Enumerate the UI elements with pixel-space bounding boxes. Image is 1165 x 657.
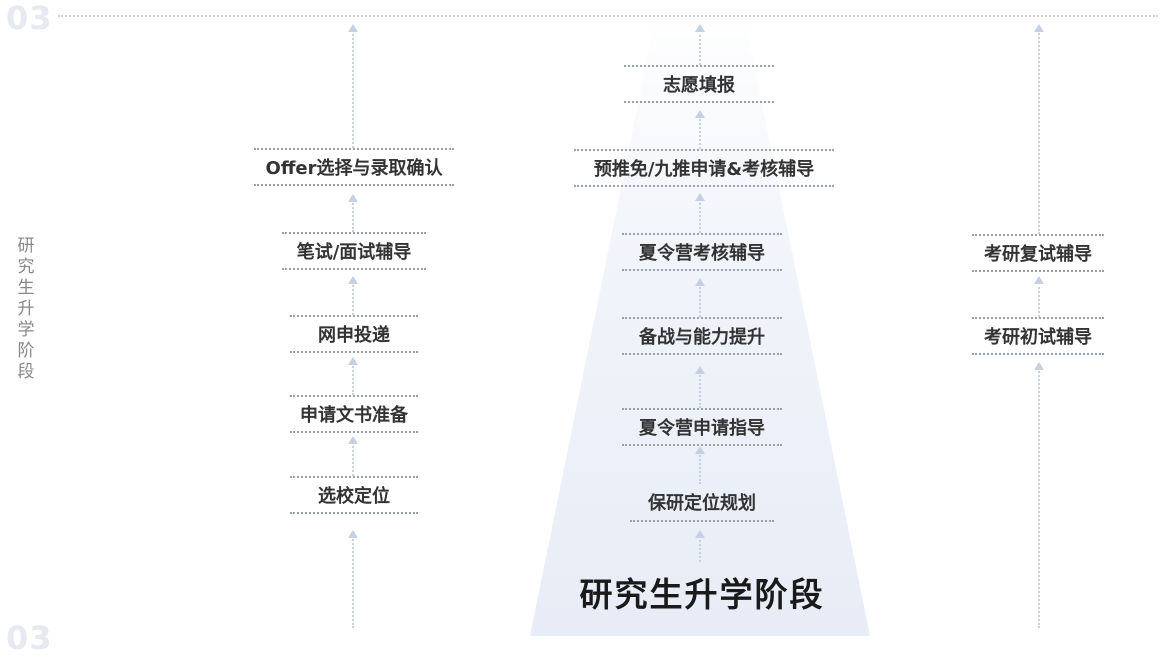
main-stage-title: 研究生升学阶段 [579,575,825,614]
side-stage-label: 研究生升学阶段 [17,236,35,382]
arrow-up-icon [695,24,705,32]
connector-line [699,284,701,317]
connector-line [699,199,701,233]
arrow-up-icon [695,193,705,201]
arrow-up-icon [348,530,358,538]
arrow-up-icon [695,110,705,118]
connector-line [352,30,354,148]
node-exam-interview: 笔试/面试辅导 [282,232,426,270]
connector-line [352,442,354,476]
arrow-up-icon [695,278,705,286]
arrow-up-icon [695,366,705,374]
arrow-up-icon [348,436,358,444]
connector-line [352,200,354,232]
node-initial-exam-coaching: 考研初试辅导 [972,317,1104,355]
connector-line [352,536,354,628]
arrow-up-icon [1034,362,1044,370]
node-summer-camp-assessment: 夏令营考核辅导 [622,233,782,271]
stage-number-top: 03 [6,0,53,37]
arrow-up-icon [348,24,358,32]
node-retest-coaching: 考研复试辅导 [972,234,1104,272]
node-offer-selection: Offer选择与录取确认 [254,148,454,186]
connector-line [699,116,701,149]
node-postgrad-planning: 保研定位规划 [630,484,774,522]
connector-line [1038,282,1040,317]
stage-number-bottom: 03 [6,619,53,657]
node-ability-improvement: 备战与能力提升 [622,317,782,355]
node-online-application: 网申投递 [290,315,418,353]
node-school-selection: 选校定位 [290,476,418,514]
arrow-up-icon [695,446,705,454]
node-application-documents: 申请文书准备 [290,395,418,433]
connector-line [352,282,354,315]
node-summer-camp-application: 夏令营申请指导 [622,408,782,446]
connector-line [699,30,701,65]
arrow-up-icon [348,194,358,202]
connector-line [352,363,354,395]
node-volunteer-filling: 志愿填报 [624,65,774,103]
arrow-up-icon [348,357,358,365]
stage-divider-line [58,15,1158,17]
arrow-up-icon [1034,24,1044,32]
arrow-up-icon [348,276,358,284]
connector-line [1038,30,1040,234]
connector-line [1038,368,1040,628]
arrow-up-icon [1034,276,1044,284]
connector-line [699,536,701,562]
node-pre-recommendation: 预推免/九推申请&考核辅导 [574,149,834,187]
arrow-up-icon [695,530,705,538]
connector-line [699,372,701,408]
connector-line [699,452,701,484]
